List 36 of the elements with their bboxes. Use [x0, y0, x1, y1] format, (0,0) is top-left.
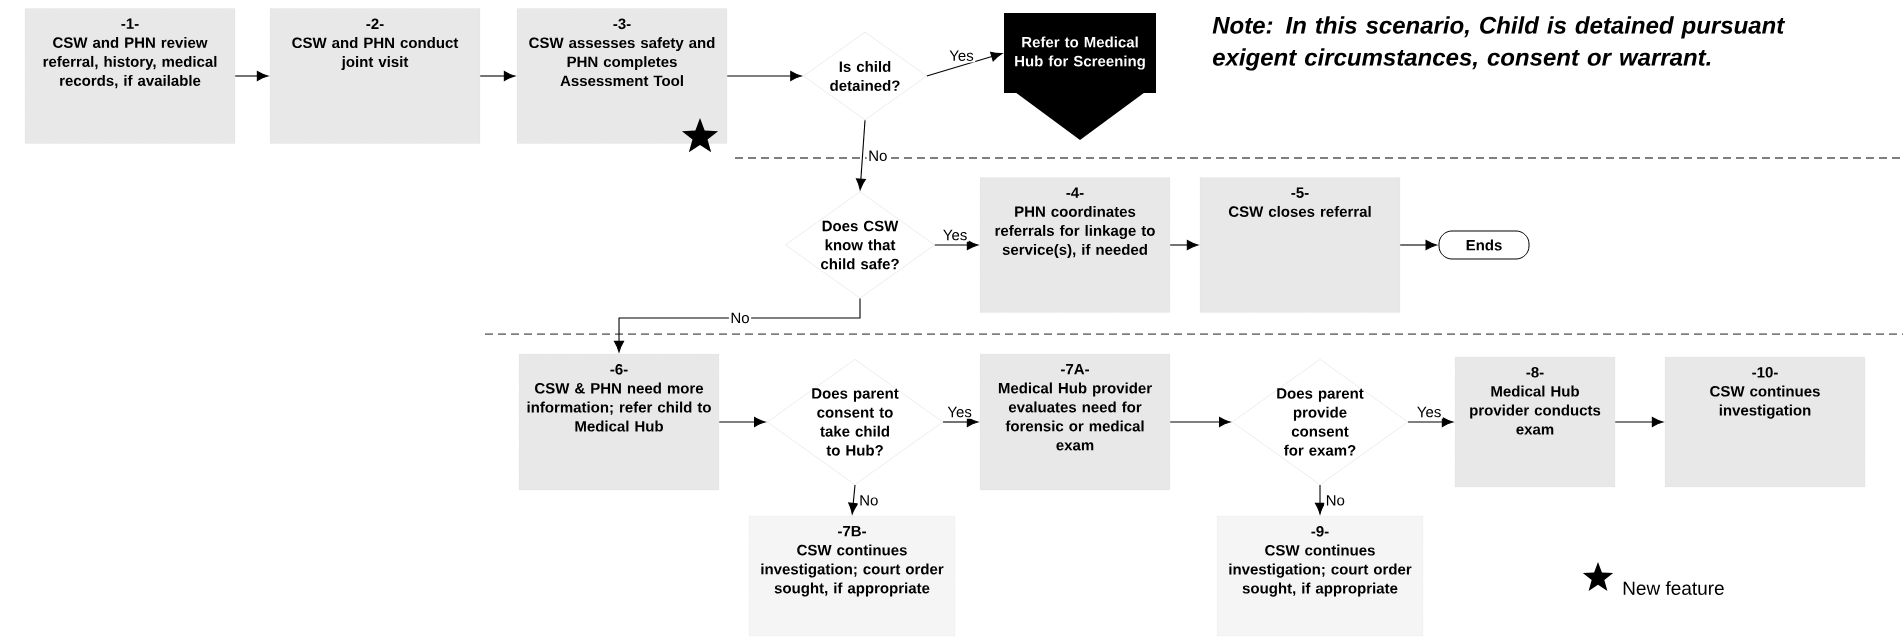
- edge-label: Yes: [941, 228, 969, 242]
- edge-label: No: [866, 149, 889, 163]
- arrow: [942, 416, 979, 428]
- terminal-box: Ends: [1438, 230, 1530, 260]
- arrow: [1399, 239, 1438, 251]
- process-box: -10- CSW continues investigation: [1664, 356, 1866, 488]
- process-box: -5- CSW closes referral: [1199, 177, 1401, 313]
- arrow: [1407, 416, 1454, 428]
- arrow: [1169, 239, 1199, 251]
- process-box: -8- Medical Hub provider conducts exam: [1454, 356, 1616, 488]
- legend-text: New feature: [1623, 581, 1724, 595]
- off-page-connector: Refer to Medical Hub for Screening: [1004, 13, 1156, 140]
- process-box: -2- CSW and PHN conduct joint visit: [269, 8, 481, 144]
- edge-label: Yes: [945, 405, 974, 419]
- arrow: [1169, 416, 1231, 428]
- arrow: [855, 119, 866, 190]
- process-box: -9- CSW continues investigation; court order sought, if appropriate: [1216, 515, 1424, 637]
- arrow: [726, 70, 802, 82]
- arrow: [479, 70, 516, 82]
- arrow: [934, 239, 979, 251]
- edge-label: No: [728, 311, 752, 325]
- note-text: Note: In this scenario, Child is detained pursuant exigent circumstances, consent or warrant.: [1212, 16, 1786, 71]
- process-box: -3- CSW assesses safety and PHN completes Assessment Tool: [516, 8, 728, 144]
- arrow: [1614, 416, 1664, 428]
- process-box: -4- PHN coordinates referrals for linkage to service(s), if needed: [979, 177, 1171, 313]
- arrow: [926, 51, 1003, 77]
- arrow: [1315, 484, 1326, 515]
- process-box: -1- CSW and PHN review referral, history, medical records, if available: [24, 8, 236, 144]
- edge-label: Yes: [1415, 405, 1443, 419]
- arrow: [614, 297, 861, 353]
- arrow: [718, 416, 766, 428]
- arrow: [234, 70, 269, 82]
- arrow: [848, 484, 859, 515]
- process-box: -7B- CSW continues investigation; court order sought, if appropriate: [748, 515, 956, 637]
- process-box: -6- CSW & PHN need more information; refer child to Medical Hub: [518, 353, 720, 491]
- process-box: -7A- Medical Hub provider evaluates need for forensic or medical exam: [979, 353, 1171, 491]
